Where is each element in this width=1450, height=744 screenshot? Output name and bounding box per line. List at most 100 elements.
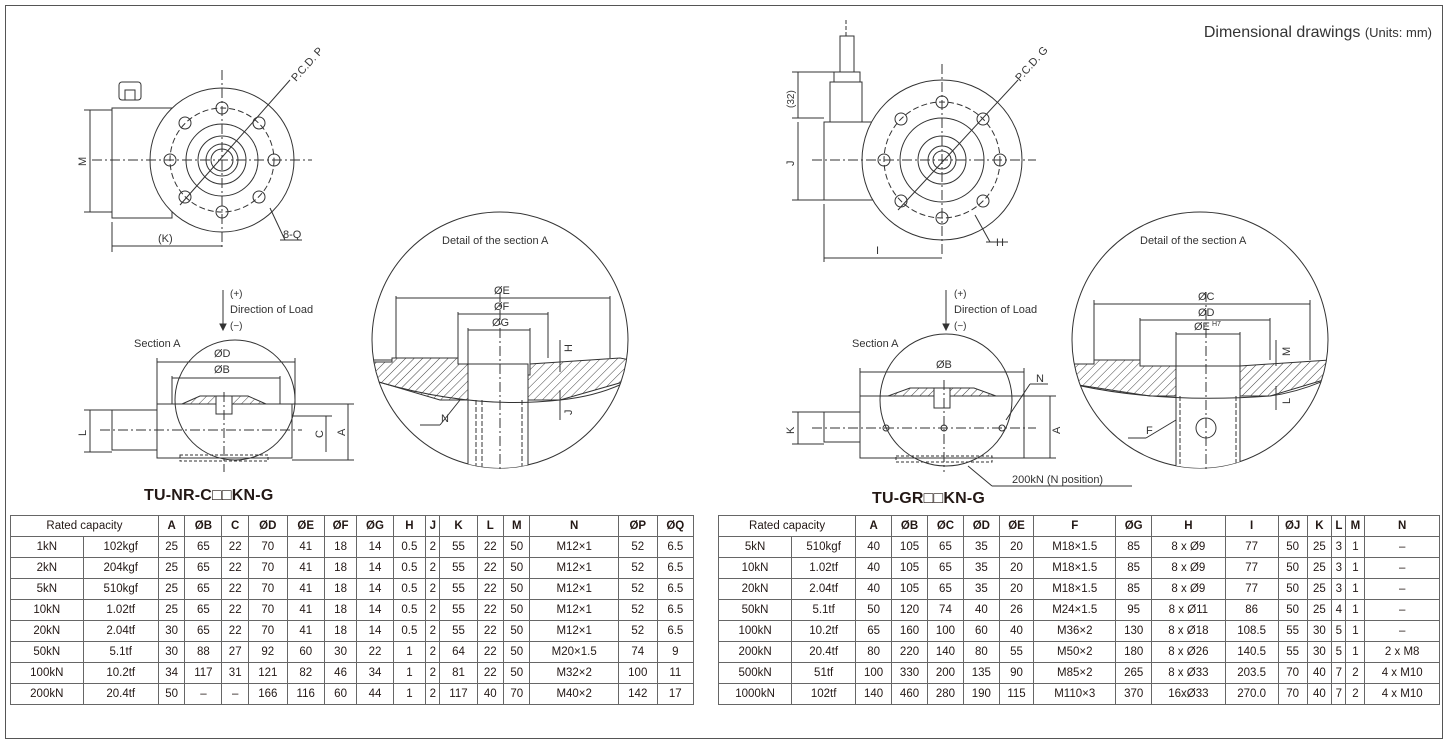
table-cell: 22 xyxy=(476,536,505,558)
table-cell: 14 xyxy=(356,599,394,621)
table-cell: 40 xyxy=(855,578,893,600)
left-ob-label: ØB xyxy=(214,364,230,376)
table-cell: 77 xyxy=(1224,557,1279,579)
table-cell: 135 xyxy=(962,662,1000,684)
table-cell: 34 xyxy=(356,662,394,684)
table-cell: 40 xyxy=(855,536,893,558)
table-cell: 80 xyxy=(855,641,893,663)
table-cell: 52 xyxy=(617,557,658,579)
table-cell: 44 xyxy=(356,683,394,705)
table-cell: 81 xyxy=(439,662,478,684)
table-cell: 1 xyxy=(392,662,427,684)
table-cell: 25 xyxy=(1306,557,1333,579)
table-cell: 2 xyxy=(425,557,441,579)
table-cell: M32×2 xyxy=(529,662,619,684)
table-cell: 52 xyxy=(617,599,658,621)
table-cell: 18 xyxy=(323,578,358,600)
table-cell: 2 xyxy=(425,599,441,621)
table-cell: 30 xyxy=(1306,620,1333,642)
table-cell: 22 xyxy=(476,557,505,579)
table-cell: 46 xyxy=(323,662,358,684)
table-cell: 8 x Ø9 xyxy=(1151,578,1226,600)
left-table-header-row: Rated capacity A ØB C ØD ØE ØF ØG H J K … xyxy=(10,515,695,537)
table-cell: 4 x M10 xyxy=(1364,662,1440,684)
table-cell: 1 xyxy=(1345,620,1366,642)
left-model-title: TU-NR-C□□KN-G xyxy=(144,487,274,504)
table-cell: 22 xyxy=(221,578,249,600)
table-cell: 50 xyxy=(502,599,531,621)
table-cell: 4 xyxy=(1331,599,1347,621)
table-cell: – xyxy=(1364,599,1440,621)
table-cell: 60 xyxy=(962,620,1000,642)
table-cell: 6.5 xyxy=(656,557,695,579)
right-col-header: I xyxy=(1224,515,1279,537)
table-cell: 200kN xyxy=(717,641,793,663)
table-cell: 60 xyxy=(286,641,325,663)
table-cell: – xyxy=(1364,620,1440,642)
table-cell: 20kN xyxy=(717,578,793,600)
table-cell: 270.0 xyxy=(1224,683,1279,705)
right-col-header: H xyxy=(1151,515,1226,537)
table-cell: 7 xyxy=(1331,662,1347,684)
left-col-header: C xyxy=(221,515,249,537)
table-cell: 50 xyxy=(1277,536,1308,558)
table-cell: 5kN xyxy=(717,536,793,558)
table-cell: 10kN xyxy=(717,557,793,579)
right-col-header: ØE xyxy=(998,515,1035,537)
left-od-label: ØD xyxy=(214,348,231,360)
table-cell: 1.02tf xyxy=(791,557,857,579)
right-k-label: K xyxy=(785,426,797,434)
table-cell: 1 xyxy=(1345,641,1366,663)
table-cell: 50 xyxy=(502,620,531,642)
table-cell: 18 xyxy=(323,599,358,621)
table-cell: – xyxy=(221,683,249,705)
left-plus-label: (+) xyxy=(230,289,243,300)
table-cell: 22 xyxy=(221,536,249,558)
table-cell: 0.5 xyxy=(392,599,427,621)
table-cell: 6.5 xyxy=(656,536,695,558)
table-cell: 34 xyxy=(157,662,186,684)
table-cell: 95 xyxy=(1115,599,1153,621)
right-col-header: K xyxy=(1306,515,1333,537)
right-oc-label: ØC xyxy=(1198,291,1215,303)
table-cell: – xyxy=(184,683,223,705)
table-cell: 2.04tf xyxy=(791,578,857,600)
right-a-label: A xyxy=(1051,426,1063,434)
table-cell: 50kN xyxy=(717,599,793,621)
table-cell: 22 xyxy=(221,620,249,642)
table-cell: 30 xyxy=(323,641,358,663)
table-cell: 50 xyxy=(855,599,893,621)
table-cell: 70 xyxy=(1277,662,1308,684)
table-cell: 2.04tf xyxy=(82,620,159,642)
right-m-label: M xyxy=(1281,347,1293,356)
right-col-header: M xyxy=(1345,515,1366,537)
right-od-label: ØD xyxy=(1198,307,1215,319)
table-cell: 8 x Ø9 xyxy=(1151,536,1226,558)
table-cell: 8 x Ø33 xyxy=(1151,662,1226,684)
table-cell: 5 xyxy=(1331,641,1347,663)
table-cell: 50 xyxy=(1277,557,1308,579)
table-cell: 51tf xyxy=(791,662,857,684)
table-cell: 2 xyxy=(1345,683,1366,705)
left-c-label: C xyxy=(314,430,326,438)
table-cell: M12×1 xyxy=(529,536,619,558)
table-cell: 40 xyxy=(1306,683,1333,705)
table-cell: 70 xyxy=(247,557,288,579)
table-cell: 90 xyxy=(998,662,1035,684)
table-cell: 2 xyxy=(425,620,441,642)
left-section-label: Section A xyxy=(134,338,181,350)
table-cell: 102kgf xyxy=(82,536,159,558)
table-cell: 20.4tf xyxy=(82,683,159,705)
right-model-title: TU-GR□□KN-G xyxy=(872,490,986,507)
table-cell: 3 xyxy=(1331,536,1347,558)
left-col-header: L xyxy=(476,515,505,537)
table-cell: 65 xyxy=(184,620,223,642)
right-col-header: ØJ xyxy=(1277,515,1308,537)
table-cell: 105 xyxy=(891,578,928,600)
table-cell: 1.02tf xyxy=(82,599,159,621)
